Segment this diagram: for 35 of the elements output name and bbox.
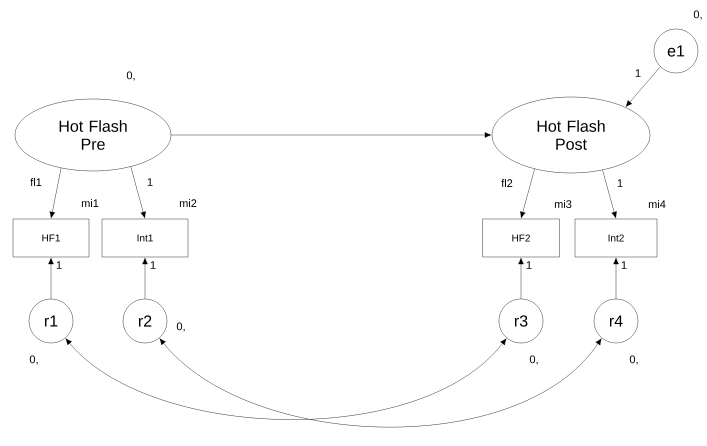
arrow <box>50 168 62 218</box>
arrow <box>518 258 524 299</box>
edge-label: 1 <box>616 178 624 188</box>
parameter-label: mi4 <box>648 200 666 208</box>
arrow <box>130 166 146 218</box>
edge-label: 1 <box>634 68 642 78</box>
arrow <box>602 170 617 218</box>
edge-label: 1 <box>524 260 534 270</box>
observed-variable-box: Int2 <box>574 218 658 258</box>
observed-variable-box: Int1 <box>102 218 188 258</box>
arrow <box>66 338 506 420</box>
edge-label: 1 <box>620 260 628 270</box>
arrow <box>520 168 535 218</box>
edge-label: 1 <box>146 177 154 187</box>
arrow <box>171 132 492 138</box>
parameter-label: 0, <box>630 355 638 365</box>
parameter-label: mi3 <box>554 200 572 208</box>
edge-label: fl1 <box>29 177 43 187</box>
edge-label: 1 <box>148 260 158 270</box>
edge-label: fl2 <box>500 178 514 188</box>
observed-variable-box: HF1 <box>12 218 90 258</box>
arrow <box>48 258 54 299</box>
parameter-label: mi2 <box>180 199 196 207</box>
parameter-label: 0, <box>694 10 702 20</box>
parameter-label: mi1 <box>82 199 98 207</box>
arrow <box>626 66 660 107</box>
arrow <box>142 258 148 299</box>
arrow <box>613 258 619 299</box>
parameter-label: 0, <box>30 355 38 365</box>
observed-variable-box: HF2 <box>482 218 560 258</box>
edge-label: 1 <box>54 260 64 270</box>
parameter-label: 0, <box>126 71 135 81</box>
parameter-label: 0, <box>176 322 185 332</box>
arrow <box>160 338 602 428</box>
parameter-label: 0, <box>530 355 538 365</box>
